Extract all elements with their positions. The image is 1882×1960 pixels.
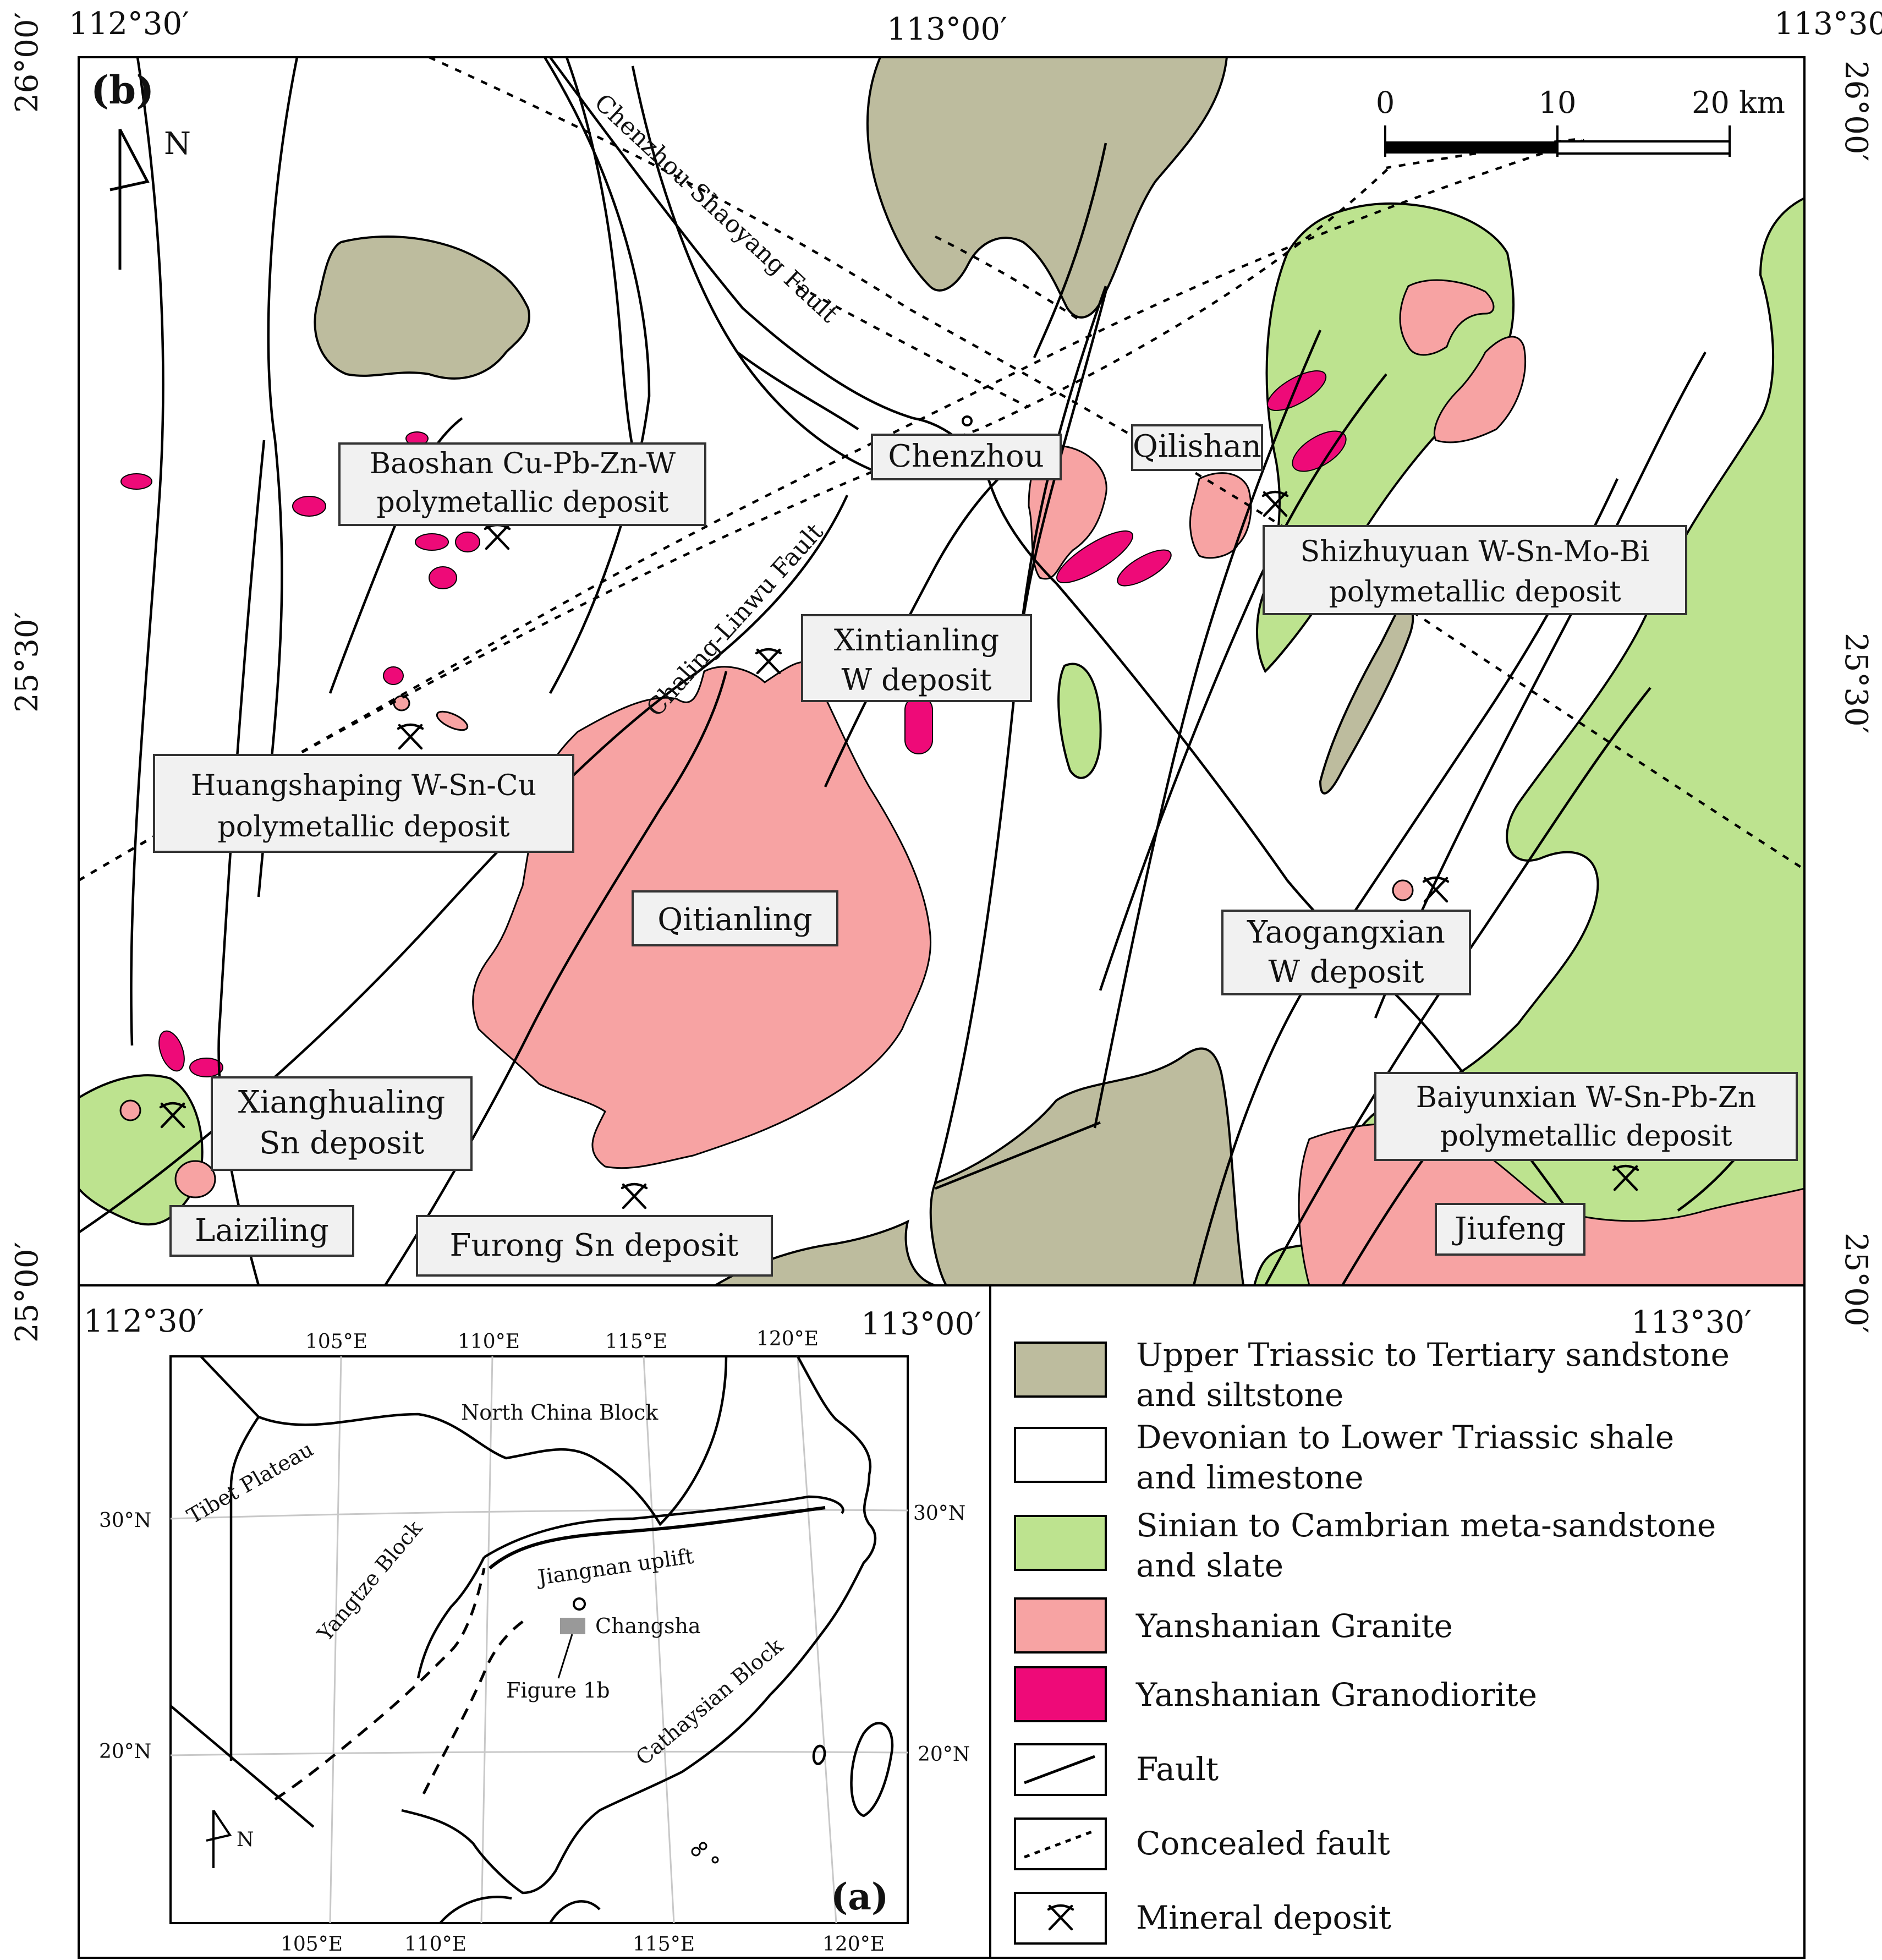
- inset-lon-top-110: 110°E: [458, 1331, 520, 1353]
- qilishan-label: Qilishan: [1133, 429, 1261, 464]
- legend-swatch-granodiorite: [1014, 1666, 1107, 1722]
- scale-tick-10: 10: [1539, 85, 1577, 120]
- north-china-block-label: North China Block: [461, 1400, 659, 1425]
- coord-right-bottom: 25°00′: [1838, 1233, 1874, 1333]
- coord-bottom-left: 112°30′: [84, 1304, 204, 1339]
- coord-left-top: 26°00′: [9, 12, 45, 113]
- yaogangxian-label-line1: Yaogangxian: [1247, 915, 1445, 950]
- inset-lat-right-20: 20°N: [918, 1743, 970, 1766]
- chenzhou-label: Chenzhou: [888, 439, 1044, 474]
- xintianling-label-line1: Xintianling: [834, 623, 999, 658]
- inset-lon-bottom-120: 120°E: [822, 1933, 885, 1956]
- north-arrow-icon: [109, 128, 150, 270]
- coord-left-mid: 25°30′: [9, 612, 45, 713]
- legend-label-concealed-fault: Concealed fault: [1136, 1825, 1390, 1862]
- furong-label: Furong Sn deposit: [449, 1228, 739, 1263]
- inset-lon-bottom-115: 115°E: [633, 1933, 695, 1956]
- panel-b-map: Chenzhou-Shaoyang Fault Chaling-Linwu Fa…: [79, 57, 1804, 1285]
- legend-label-fault: Fault: [1136, 1750, 1219, 1788]
- granodiorite-units: [120, 370, 1347, 1077]
- baiyunxian-label-line1: Baiyunxian W-Sn-Pb-Zn: [1416, 1081, 1757, 1114]
- baoshan-label-line2: polymetallic deposit: [377, 486, 669, 519]
- inset-north-label: N: [237, 1828, 254, 1851]
- qitianling-label: Qitianling: [657, 902, 812, 938]
- panel-b-label: (b): [91, 67, 154, 113]
- shizhuyuan-label-line2: polymetallic deposit: [1329, 576, 1621, 609]
- inset-lat-left-30: 30°N: [99, 1509, 151, 1532]
- scale-bar: 0 10 20 km: [1376, 85, 1785, 157]
- jiufeng-label: Jiufeng: [1452, 1211, 1566, 1247]
- changsha-label: Changsha: [595, 1614, 701, 1638]
- legend-label-devonian-1: Devonian to Lower Triassic shale: [1136, 1419, 1674, 1456]
- inset-lon-top-105: 105°E: [305, 1331, 367, 1353]
- legend-swatch-granite: [1014, 1597, 1107, 1654]
- scale-tick-20: 20 km: [1692, 85, 1785, 120]
- xianghualing-label-line2: Sn deposit: [259, 1125, 424, 1161]
- chenzhou-city-marker: [962, 415, 973, 426]
- laiziling-label: Laiziling: [195, 1213, 329, 1249]
- huangshaping-label-line1: Huangshaping W-Sn-Cu: [191, 769, 536, 802]
- coord-left-bottom: 25°00′: [9, 1242, 45, 1343]
- legend-swatch-devonian: [1014, 1427, 1107, 1483]
- baiyunxian-label-line2: polymetallic deposit: [1440, 1120, 1732, 1153]
- concealed-faults: [79, 57, 1804, 882]
- coord-right-top: 26°00′: [1838, 61, 1874, 161]
- inset-lat-right-30: 30°N: [913, 1502, 965, 1525]
- inset-lon-top-120: 120°E: [756, 1328, 819, 1350]
- coord-right-mid: 25°30′: [1838, 633, 1874, 733]
- shizhuyuan-label-line1: Shizhuyuan W-Sn-Mo-Bi: [1301, 535, 1650, 568]
- legend-label-sinian-2: and slate: [1136, 1547, 1283, 1584]
- scale-tick-0: 0: [1376, 85, 1395, 120]
- figure-1b-label: Figure 1b: [506, 1678, 610, 1702]
- huangshaping-label-line2: polymetallic deposit: [218, 811, 510, 844]
- coord-top-mid: 113°00′: [887, 12, 1007, 47]
- legend-label-granodiorite: Yanshanian Granodiorite: [1135, 1676, 1537, 1713]
- coord-bottom-mid: 113°00′: [861, 1306, 981, 1342]
- triassic-tertiary-units: [314, 57, 1414, 1285]
- coord-top-left: 112°30′: [69, 6, 189, 42]
- panel-a-inset-map: 105°E 110°E 115°E 120°E 105°E 110°E 115°…: [99, 1328, 970, 1956]
- legend-label-devonian-2: and limestone: [1136, 1459, 1364, 1496]
- legend: Upper Triassic to Tertiary sandstone and…: [1014, 1336, 1730, 1945]
- legend-swatch-triassic: [1014, 1342, 1107, 1398]
- xintianling-label-line2: W deposit: [842, 663, 992, 697]
- inset-lon-bottom-105: 105°E: [281, 1933, 343, 1956]
- legend-swatch-sinian: [1014, 1515, 1107, 1571]
- inset-north-arrow-icon: [206, 1809, 232, 1868]
- xianghualing-label-line1: Xianghualing: [238, 1085, 445, 1120]
- panel-b-coordinates: 112°30′ 113°00′ 113°30′ 112°30′ 113°00′ …: [9, 6, 1882, 1343]
- inset-lon-bottom-110: 110°E: [404, 1933, 467, 1956]
- legend-label-triassic-2: and siltstone: [1136, 1376, 1343, 1414]
- deposit-labels: Baoshan Cu-Pb-Zn-W polymetallic deposit …: [153, 424, 1798, 1277]
- bottom-section-frame: [78, 1284, 1806, 1959]
- inset-lat-left-20: 20°N: [99, 1740, 151, 1763]
- legend-label-mineral-deposit: Mineral deposit: [1136, 1899, 1391, 1936]
- inset-lon-top-115: 115°E: [605, 1331, 667, 1353]
- legend-label-sinian-1: Sinian to Cambrian meta-sandstone: [1136, 1507, 1716, 1544]
- north-label: N: [164, 126, 191, 162]
- coord-top-right: 113°30′: [1774, 6, 1882, 42]
- coord-bottom-right: 113°30′: [1631, 1305, 1752, 1340]
- legend-label-granite: Yanshanian Granite: [1135, 1607, 1453, 1645]
- yaogangxian-label-line2: W deposit: [1268, 954, 1424, 990]
- legend-label-triassic-1: Upper Triassic to Tertiary sandstone: [1136, 1336, 1730, 1373]
- panel-a-label: (a): [831, 1875, 888, 1918]
- baoshan-label-line1: Baoshan Cu-Pb-Zn-W: [370, 447, 676, 480]
